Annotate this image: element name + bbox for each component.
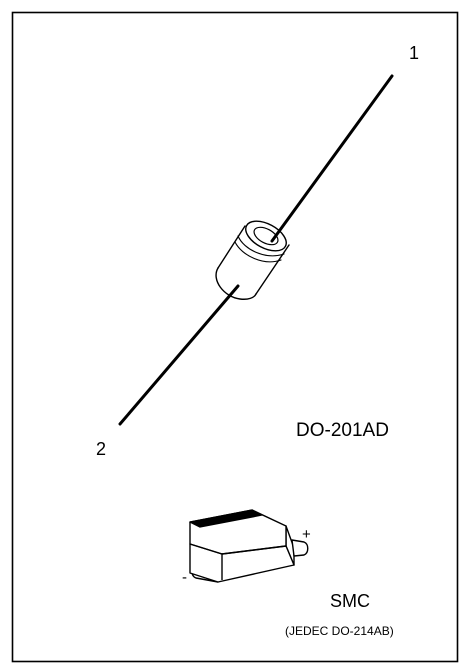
drawing-border xyxy=(11,11,459,663)
lead-pin-2 xyxy=(118,284,240,426)
axial-diode-drawing xyxy=(118,74,394,426)
package-smd-label: SMC xyxy=(330,591,370,611)
polarity-minus-label: - xyxy=(182,569,187,586)
polarity-plus-label: + xyxy=(302,526,311,543)
package-smd-standard-label: (JEDEC DO-214AB) xyxy=(285,624,394,638)
smc-right-terminal xyxy=(291,539,309,557)
smc-package-drawing xyxy=(189,509,309,583)
diode-body xyxy=(215,220,290,300)
pin-1-label: 1 xyxy=(409,43,420,63)
smc-cathode-band xyxy=(189,509,263,528)
package-axial-label: DO-201AD xyxy=(296,420,389,441)
pin-2-label: 2 xyxy=(96,439,107,459)
lead-pin-1 xyxy=(270,74,394,243)
